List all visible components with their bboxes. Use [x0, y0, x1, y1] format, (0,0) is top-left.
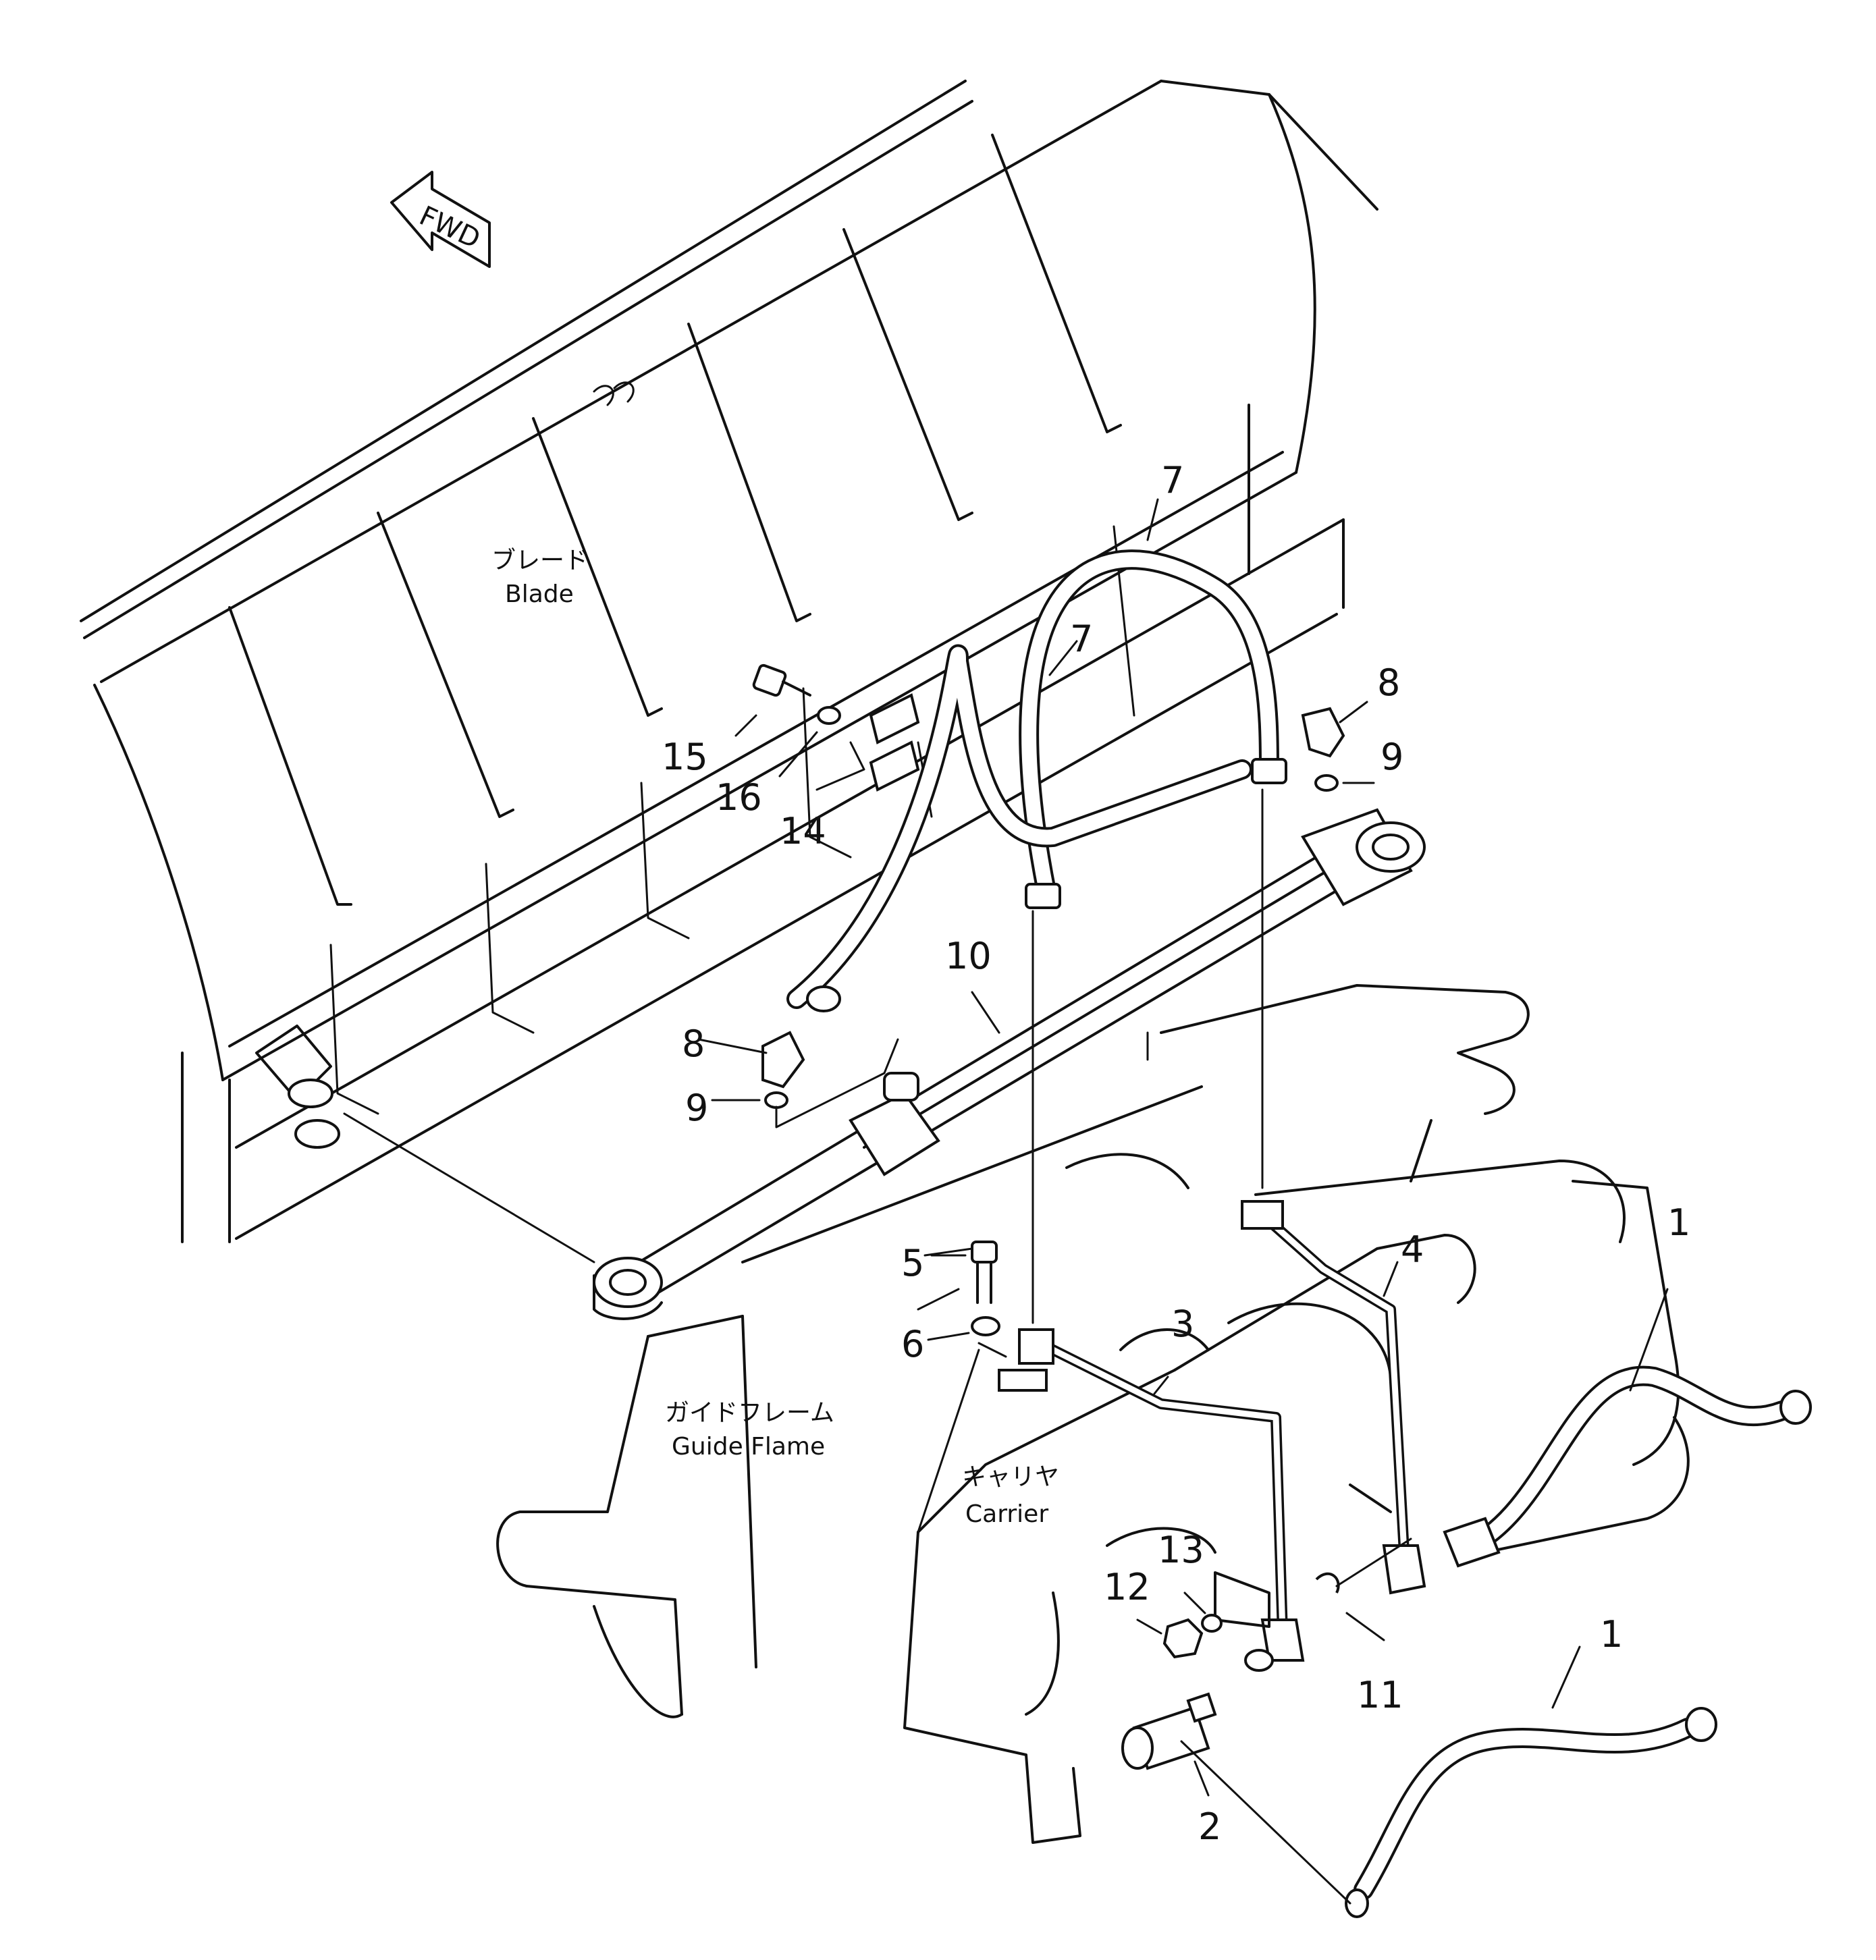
- clamps-14: [869, 693, 920, 792]
- callout-12: 12: [1104, 1566, 1150, 1608]
- callout-3: 3: [1171, 1303, 1194, 1345]
- guide-frame-label-en: Guide Flame: [672, 1433, 825, 1461]
- guide-frame-label-jp: ガイドフレーム: [665, 1399, 834, 1427]
- oring-9-right: [1314, 774, 1339, 792]
- bolt-5: [971, 1241, 998, 1304]
- elbow-8-right: [1301, 707, 1345, 758]
- elbow-8-left: [761, 1031, 805, 1089]
- callout-5: 5: [901, 1242, 924, 1284]
- hose-1-upper: [1443, 1365, 1812, 1568]
- callout-2: 2: [1198, 1805, 1221, 1848]
- carrier-outline: [903, 1160, 1690, 1844]
- callout-8-right: 8: [1377, 661, 1400, 704]
- leader-lines: [343, 498, 1669, 1905]
- callout-8-left: 8: [682, 1023, 705, 1065]
- callout-15: 15: [662, 736, 708, 778]
- carrier-label: キャリヤ Carrier: [962, 1463, 1059, 1528]
- bracket-11: [1214, 1571, 1270, 1628]
- hose-1-lower: [1345, 1707, 1717, 1918]
- blade-label-en: Blade: [505, 580, 574, 608]
- callout-9-right: 9: [1381, 736, 1403, 778]
- cylinder-10: [593, 808, 1426, 1320]
- guide-frame-label: ガイドフレーム Guide Flame: [665, 1399, 834, 1461]
- callout-9-left: 9: [685, 1087, 708, 1129]
- fwd-direction-arrow: FWD: [390, 171, 491, 268]
- hose-7-upper: [1019, 549, 1287, 909]
- callout-14: 14: [780, 810, 826, 852]
- blade-label-jp: ブレード: [491, 547, 589, 574]
- callout-4: 4: [1401, 1228, 1424, 1271]
- fwd-label: FWD: [414, 200, 485, 255]
- carrier-label-en: Carrier: [965, 1500, 1048, 1528]
- washer-13: [1201, 1614, 1223, 1633]
- callout-1-upper: 1: [1667, 1201, 1690, 1244]
- blade-outline: [80, 80, 1378, 1243]
- callout-7-lower: 7: [1070, 618, 1093, 660]
- callout-11: 11: [1357, 1674, 1403, 1716]
- blade-label: ブレード Blade: [491, 547, 589, 608]
- carrier-label-jp: キャリヤ: [962, 1463, 1059, 1491]
- callout-1-lower: 1: [1600, 1613, 1623, 1656]
- hose-7-lower: [786, 644, 1252, 1012]
- callout-16: 16: [716, 776, 762, 819]
- connector-2: [1121, 1692, 1217, 1770]
- callout-10: 10: [945, 935, 992, 977]
- callout-13: 13: [1158, 1529, 1204, 1571]
- guide-frame-outline: [496, 984, 1530, 1718]
- tube-3: [998, 1328, 1305, 1672]
- callout-6: 6: [901, 1323, 924, 1365]
- callout-7-upper: 7: [1161, 459, 1184, 501]
- tube-4: [1241, 1200, 1426, 1595]
- washer-6: [971, 1316, 1000, 1336]
- nut-12: [1162, 1618, 1204, 1659]
- washer-16: [817, 706, 841, 725]
- clip-11: [1315, 1572, 1340, 1594]
- oring-9-left: [764, 1091, 788, 1109]
- bolt-15: [752, 663, 811, 697]
